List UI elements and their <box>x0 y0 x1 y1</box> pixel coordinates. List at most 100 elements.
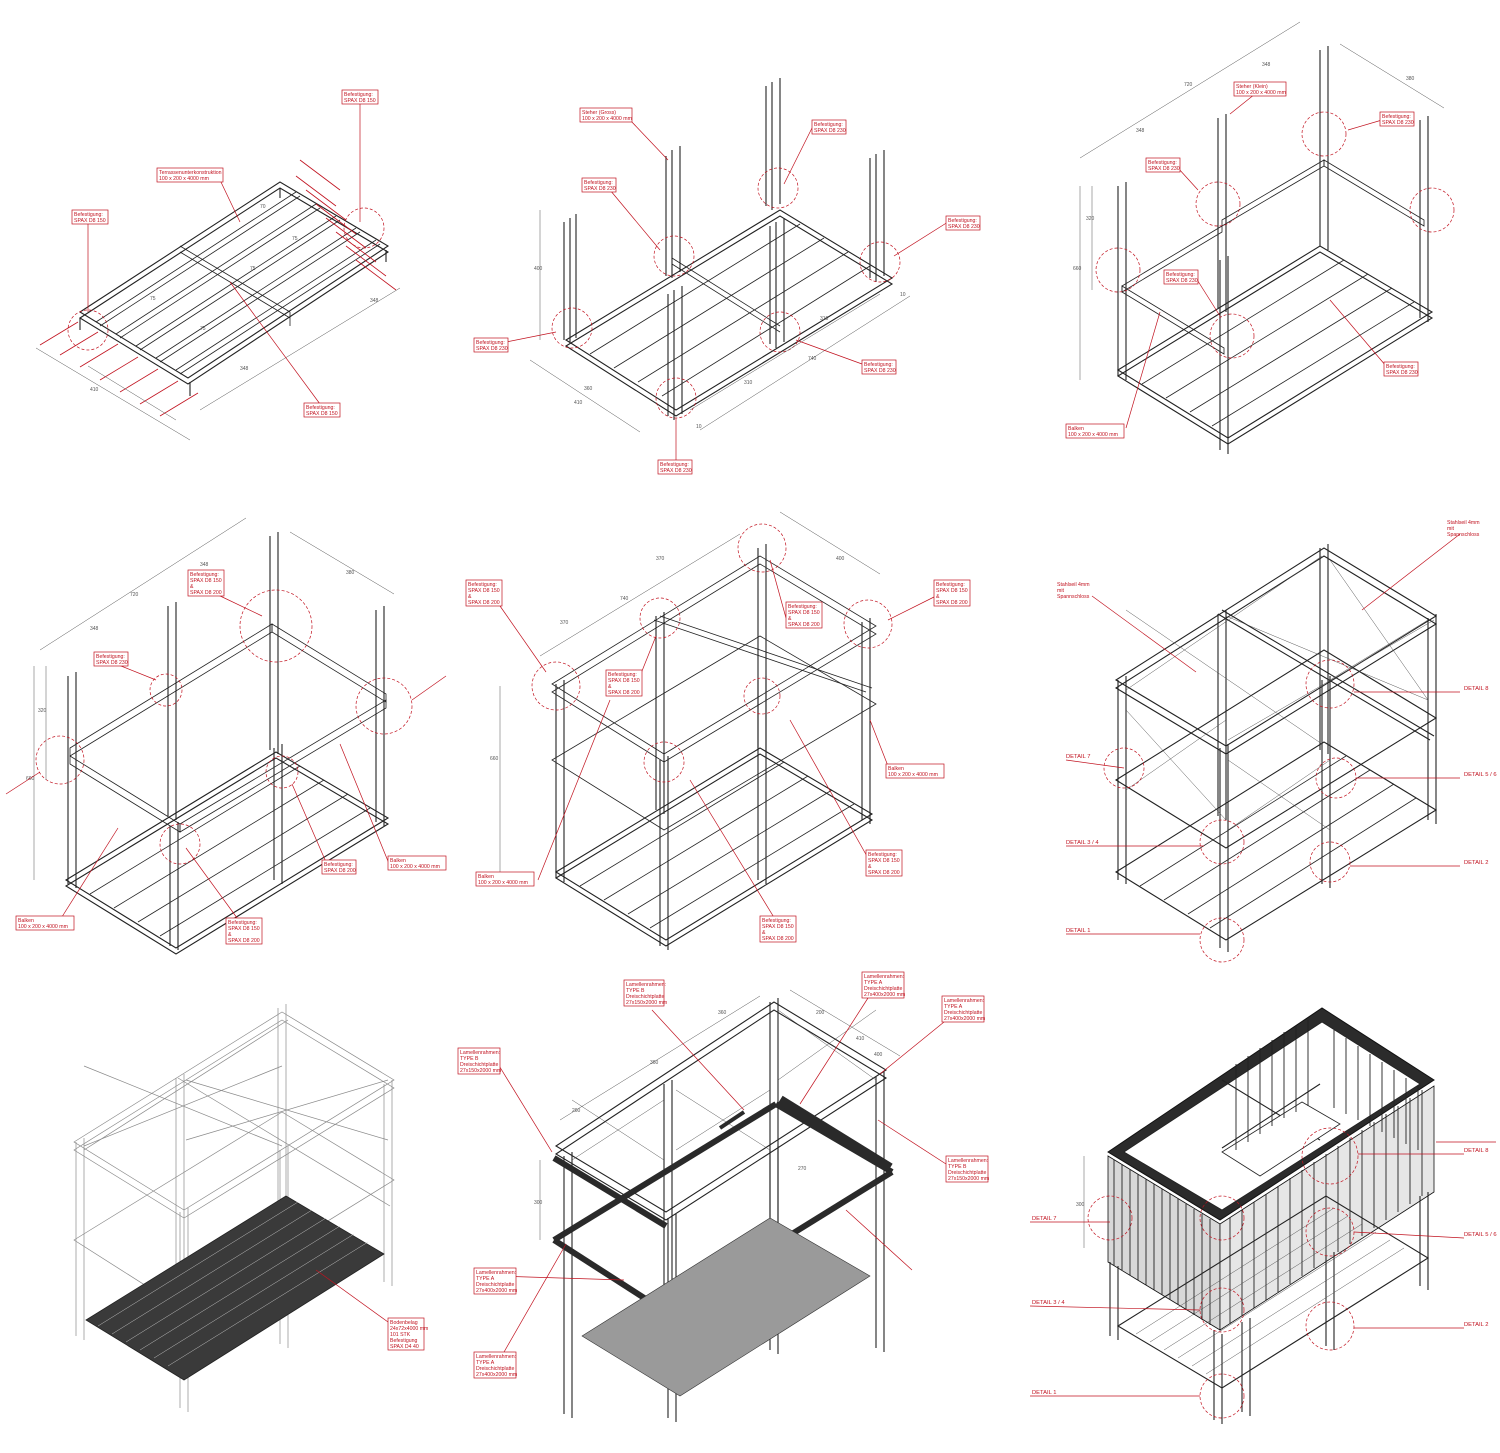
p3-callout-2: Befestigung: SPAX D8 230 <box>1145 157 1181 173</box>
svg-text:&: & <box>190 584 194 590</box>
svg-text:SPAX D8 200: SPAX D8 200 <box>788 622 820 628</box>
svg-text:Dreischichtplatte: Dreischichtplatte <box>948 1170 986 1176</box>
p3-dim-label: 720 <box>1184 82 1193 88</box>
p2-callout-4: Befestigung: SPAX D8 230 <box>945 215 981 231</box>
svg-text:SPAX D8 200: SPAX D8 200 <box>228 938 260 944</box>
svg-text:Dreischichtplatte: Dreischichtplatte <box>944 1010 982 1016</box>
svg-text:Befestigung:: Befestigung: <box>1166 272 1195 278</box>
panel-5-top-frame: 740 370 370 400 660 Befestigung: SPAX D8… <box>465 511 971 950</box>
p6-cables <box>1125 555 1435 831</box>
p1-detail-circle <box>343 207 385 249</box>
svg-text:100 x 200 x 4000 mm: 100 x 200 x 4000 mm <box>159 176 209 182</box>
p1-dim-label: 348 <box>240 366 249 372</box>
svg-text:Lamellenrahmen:: Lamellenrahmen: <box>460 1050 500 1056</box>
svg-text:Befestigung:: Befestigung: <box>1386 364 1415 370</box>
p3-callout-3: Befestigung: SPAX D8 230 <box>1163 269 1199 285</box>
svg-text:Befestigung:: Befestigung: <box>788 604 817 610</box>
p1-callout-2: Terrassenunterkonstruktion 100 x 200 x 4… <box>156 167 224 183</box>
p8-dim-label: 270 <box>798 1166 807 1172</box>
p6-floor-joists <box>1139 755 1417 929</box>
svg-text:100 x 200 x 4000 mm: 100 x 200 x 4000 mm <box>582 116 632 122</box>
p6-detail-7-label: DETAIL 7 <box>1066 754 1090 760</box>
p8-callout-5: Lamellenrahmen: TYPE A Dreischichtplatte… <box>473 1267 517 1295</box>
svg-text:SPAX D8 150: SPAX D8 150 <box>788 610 820 616</box>
p8-dim-label: 260 <box>572 1108 581 1114</box>
p3-floor-joists <box>1141 259 1415 427</box>
p8-callout-4: Lamellenrahmen: TYPE B Dreischichtplatte… <box>457 1047 501 1075</box>
p4-callout-1: Befestigung: SPAX D8 150 & SPAX D8 200 <box>187 569 225 597</box>
p2-detail-circle <box>757 167 799 209</box>
p3-dim-label: 380 <box>1406 76 1415 82</box>
svg-text:Spannschloss: Spannschloss <box>1447 532 1480 538</box>
p2-callout-3: Befestigung: SPAX D8 230 <box>811 119 847 135</box>
p5-callout-8: Befestigung: SPAX D8 150 & SPAX D8 200 <box>759 915 797 943</box>
p3-beams <box>1121 159 1425 355</box>
svg-text:Befestigung:: Befestigung: <box>660 462 689 468</box>
p4-dim-label: 348 <box>90 626 99 632</box>
svg-text:SPAX D8 230: SPAX D8 230 <box>1166 278 1198 284</box>
p8-cables <box>571 1009 877 1161</box>
p3-callout-6: Balken 100 x 200 x 4000 mm <box>1065 423 1125 439</box>
p6-frame <box>1114 544 1438 952</box>
svg-text:SPAX D8 230: SPAX D8 230 <box>814 128 846 134</box>
p5-callout-5: Balken 100 x 200 x 4000 mm <box>885 763 945 779</box>
svg-text:SPAX D8 200: SPAX D8 200 <box>762 936 794 942</box>
p4-detail-circle <box>265 755 299 789</box>
p2-callout-7: Befestigung: SPAX D8 230 <box>657 459 693 475</box>
p9-cladding-walls <box>1107 1020 1435 1331</box>
p8-dim-label: 360 <box>718 1010 727 1016</box>
svg-text:Befestigung:: Befestigung: <box>324 862 353 868</box>
svg-text:SPAX D8 230: SPAX D8 230 <box>476 346 508 352</box>
svg-text:SPAX D8 200: SPAX D8 200 <box>190 590 222 596</box>
p2-detail-circle <box>655 377 697 419</box>
p7-deck-boards <box>85 1195 385 1381</box>
svg-text:&: & <box>936 594 940 600</box>
p4-dimension-lines <box>33 517 395 880</box>
svg-text:SPAX D8 200: SPAX D8 200 <box>468 600 500 606</box>
p2-dim-label: 410 <box>574 400 583 406</box>
p6-detail-2-label: DETAIL 2 <box>1464 860 1488 866</box>
p9-detail-circle <box>1087 1195 1133 1241</box>
p1-arrows <box>39 159 397 417</box>
svg-text:27x150x2000 mm: 27x150x2000 mm <box>948 1176 989 1182</box>
svg-text:mit: mit <box>1447 526 1454 532</box>
svg-text:mit: mit <box>1057 588 1064 594</box>
svg-text:Befestigung:: Befestigung: <box>864 362 893 368</box>
p3-dim-label: 348 <box>1136 128 1145 134</box>
svg-text:Befestigung:: Befestigung: <box>228 920 257 926</box>
p2-callout-6: Befestigung: SPAX D8 230 <box>861 359 897 375</box>
svg-text:SPAX D8 150: SPAX D8 150 <box>762 924 794 930</box>
svg-text:Befestigung:: Befestigung: <box>814 122 843 128</box>
p3-detail-circle <box>1095 247 1141 293</box>
p1-frame <box>78 181 390 396</box>
p8-callout-3: Lamellenrahmen: TYPE A Dreischichtplatte… <box>941 995 985 1023</box>
p9-detail-7-label: DETAIL 7 <box>1032 1216 1056 1222</box>
p8-dim-label: 360 <box>650 1060 659 1066</box>
p6-detail-8-label: DETAIL 8 <box>1464 686 1488 692</box>
p9-detail-8-label: DETAIL 8 <box>1464 1148 1488 1154</box>
svg-text:TYPE B: TYPE B <box>626 988 645 994</box>
p3-dim-label: 320 <box>1086 216 1095 222</box>
svg-text:Dreischichtplatte: Dreischichtplatte <box>476 1282 514 1288</box>
p5-dim-label: 400 <box>836 556 845 562</box>
p2-dimension-lines <box>529 210 911 433</box>
p2-dim-label: 10 <box>696 424 702 430</box>
panel-9-cladding: 300 DETAIL 7 DETAIL 3 / 4 DETAIL 1 DETAI… <box>1029 1007 1497 1424</box>
svg-text:Lamellenrahmen:: Lamellenrahmen: <box>948 1158 988 1164</box>
svg-text:SPAX D8 150: SPAX D8 150 <box>306 411 338 417</box>
p2-dim-label: 740 <box>808 356 817 362</box>
p3-detail-circle <box>1209 313 1255 359</box>
svg-text:27x400x2000 mm: 27x400x2000 mm <box>864 992 905 998</box>
p2-detail-circle <box>859 241 901 283</box>
svg-text:SPAX D8 230: SPAX D8 230 <box>1382 120 1414 126</box>
svg-text:SPAX D4 40: SPAX D4 40 <box>390 1344 419 1350</box>
p6-detail-circle <box>1309 841 1351 883</box>
p2-floor-joists <box>589 223 871 397</box>
p4-detail-circle <box>355 677 413 735</box>
p5-dimension-lines <box>499 511 881 880</box>
svg-text:Dreischichtplatte: Dreischichtplatte <box>626 994 664 1000</box>
svg-text:Befestigung:: Befestigung: <box>762 918 791 924</box>
svg-text:SPAX D8 150: SPAX D8 150 <box>936 588 968 594</box>
p6-detail-circle <box>1199 917 1245 963</box>
p3-dimension-lines <box>1079 21 1445 380</box>
